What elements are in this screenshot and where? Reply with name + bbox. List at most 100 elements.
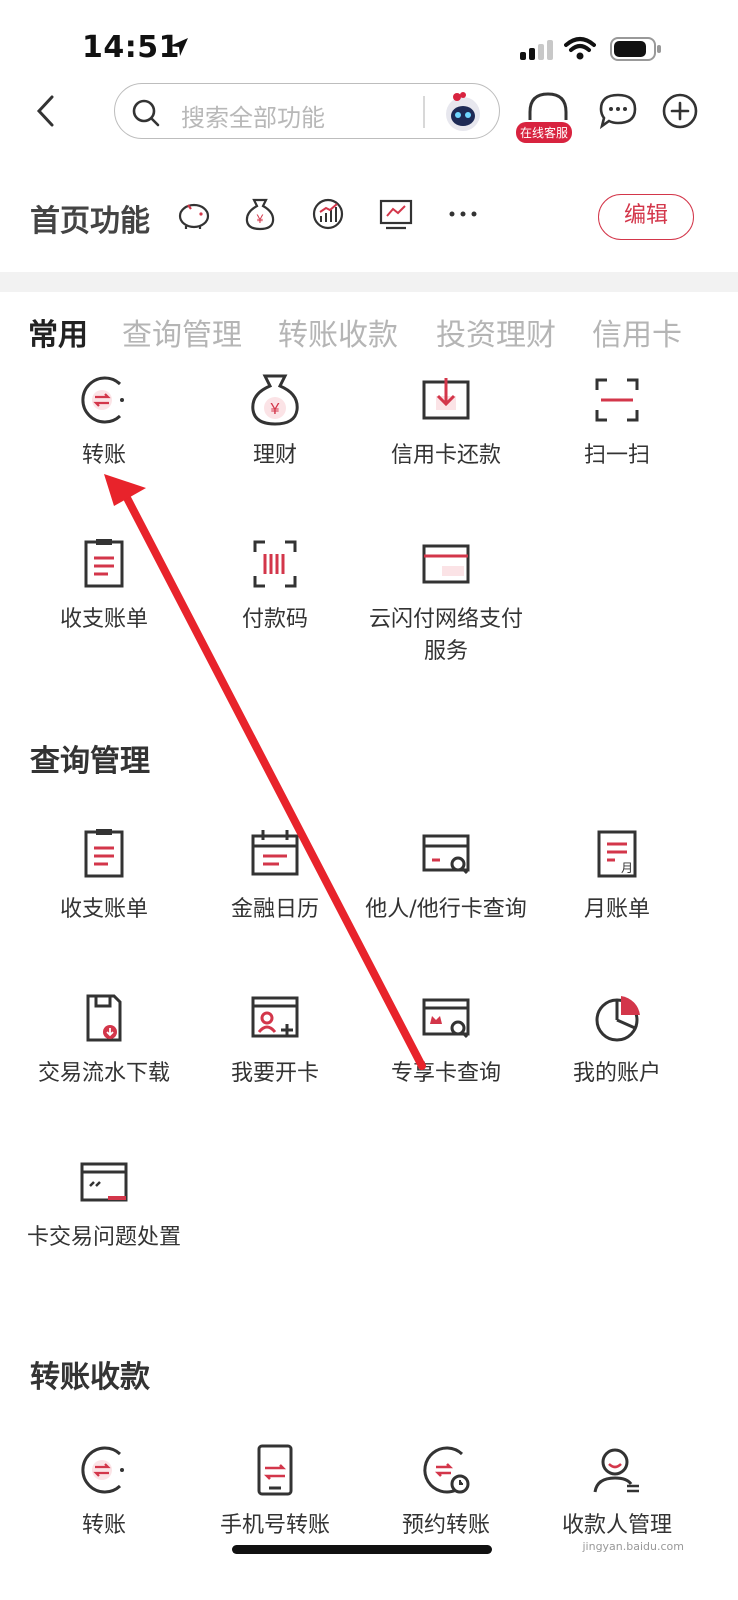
transfer-icon	[81, 1446, 124, 1494]
tab-credit-card[interactable]: 信用卡	[592, 318, 682, 353]
online-service-badge: 在线客服	[516, 122, 573, 143]
status-time: 14:51	[82, 30, 180, 65]
search-divider	[423, 96, 425, 128]
section-title-query: 查询管理	[30, 744, 150, 779]
item-label: 他人/他行卡查询	[365, 897, 527, 922]
category-tabs: 常用 查询管理 转账收款 投资理财 信用卡	[0, 308, 738, 354]
calendar-icon	[251, 830, 299, 876]
online-service-button[interactable]: 在线客服	[516, 90, 580, 146]
svg-text:月: 月	[621, 861, 633, 875]
battery-icon	[610, 37, 661, 61]
headset-icon	[528, 92, 568, 120]
monitor-chart-icon	[379, 199, 413, 230]
query-item-monthly[interactable]: 月 月账单	[532, 824, 702, 926]
query-item-card-issue[interactable]: 卡交易问题处置	[19, 1152, 189, 1254]
item-label: 信用卡还款	[390, 443, 501, 468]
query-item-download[interactable]: 交易流水下载	[19, 988, 189, 1090]
item-label: 转账	[81, 1513, 126, 1538]
item-label: 专享卡查询	[390, 1061, 501, 1086]
item-label: 扫一扫	[583, 443, 650, 468]
bill-icon	[84, 539, 124, 588]
section-separator	[0, 272, 738, 292]
status-bar: 14:51	[0, 0, 738, 90]
item-label: 付款码	[241, 607, 308, 632]
tab-invest[interactable]: 投资理财	[436, 318, 556, 353]
transfer-icon	[81, 376, 124, 424]
common-item-scan[interactable]: 扫一扫	[532, 370, 702, 472]
query-item-calendar[interactable]: 金融日历	[190, 824, 360, 926]
download-record-icon	[86, 994, 122, 1042]
phone-transfer-icon	[257, 1444, 293, 1496]
item-label: 收款人管理	[561, 1513, 672, 1538]
query-item-bill[interactable]: 收支账单	[19, 824, 189, 926]
item-label: 手机号转账	[219, 1513, 330, 1538]
item-label: 预约转账	[401, 1513, 490, 1538]
monthly-bill-icon: 月	[597, 830, 637, 878]
exclusive-card-search-icon	[422, 998, 470, 1039]
item-label: 交易流水下载	[37, 1061, 170, 1086]
home-functions-row: 首页功能 ¥ 编辑	[0, 190, 738, 250]
query-item-my-account[interactable]: 我的账户	[532, 988, 702, 1090]
transfer-item-transfer[interactable]: 转账	[19, 1440, 189, 1542]
card-repay-icon	[422, 378, 470, 420]
piggy-bank-icon	[178, 203, 210, 229]
money-bag-icon: ¥	[245, 198, 275, 231]
money-bag-icon: ¥	[251, 374, 299, 426]
item-label: 我要开卡	[230, 1061, 319, 1086]
query-item-exclusive-card[interactable]: 专享卡查询	[361, 988, 531, 1090]
pie-account-icon	[595, 996, 640, 1042]
growth-chart-icon	[312, 198, 344, 230]
scan-icon	[595, 378, 639, 422]
item-label: 我的账户	[572, 1061, 661, 1086]
payee-manage-icon	[593, 1448, 639, 1493]
cellular-signal-icon	[520, 40, 553, 60]
transfer-item-payee[interactable]: 收款人管理	[532, 1440, 702, 1542]
item-label: 理财	[252, 443, 297, 468]
svg-text:¥: ¥	[256, 212, 264, 226]
search-icon	[132, 99, 160, 127]
common-item-card-repay[interactable]: 信用卡还款	[361, 370, 531, 472]
wifi-icon	[564, 37, 596, 60]
robot-assistant-icon[interactable]	[441, 90, 485, 134]
item-label: 卡交易问题处置	[26, 1225, 181, 1250]
card-issue-icon	[80, 1162, 128, 1202]
item-label: 云闪付网络支付服务	[368, 607, 523, 664]
more-icon[interactable]	[448, 196, 478, 232]
item-label: 转账	[81, 443, 126, 468]
search-input[interactable]: 搜索全部功能	[114, 83, 500, 139]
home-functions-title: 首页功能	[30, 204, 150, 239]
svg-text:¥: ¥	[270, 401, 280, 418]
edit-button[interactable]: 编辑	[598, 194, 694, 240]
common-item-unionpay[interactable]: 云闪付网络支付服务	[361, 534, 531, 668]
common-item-transfer[interactable]: 转账	[19, 370, 189, 472]
transfer-item-scheduled[interactable]: 预约转账	[361, 1440, 531, 1542]
scheduled-transfer-icon	[423, 1446, 470, 1494]
tab-query[interactable]: 查询管理	[122, 318, 242, 353]
common-item-bill[interactable]: 收支账单	[19, 534, 189, 636]
item-label: 金融日历	[230, 897, 319, 922]
unionpay-card-icon	[422, 544, 470, 584]
pay-code-icon	[253, 540, 297, 588]
item-label: 收支账单	[59, 897, 148, 922]
item-label: 月账单	[583, 897, 650, 922]
open-card-icon	[251, 996, 299, 1038]
bill-icon	[84, 829, 124, 878]
common-item-finance[interactable]: ¥ 理财	[190, 370, 360, 472]
add-icon[interactable]	[662, 93, 698, 129]
back-arrow-icon[interactable]	[30, 94, 64, 128]
watermark: jingyan.baidu.com	[582, 1540, 684, 1553]
location-arrow-icon	[170, 38, 188, 56]
section-title-transfer: 转账收款	[30, 1360, 150, 1395]
item-label: 收支账单	[59, 607, 148, 632]
query-item-card-search[interactable]: 他人/他行卡查询	[361, 824, 531, 926]
message-icon[interactable]	[598, 92, 638, 130]
top-nav: 搜索全部功能 在线客服	[0, 80, 738, 143]
card-search-icon	[422, 834, 470, 875]
transfer-item-phone[interactable]: 手机号转账	[190, 1440, 360, 1542]
common-item-pay-code[interactable]: 付款码	[190, 534, 360, 636]
home-indicator[interactable]	[232, 1545, 492, 1554]
tab-common[interactable]: 常用	[28, 318, 88, 353]
query-item-open-card[interactable]: 我要开卡	[190, 988, 360, 1090]
tab-transfer[interactable]: 转账收款	[278, 318, 398, 353]
search-placeholder: 搜索全部功能	[181, 104, 325, 132]
